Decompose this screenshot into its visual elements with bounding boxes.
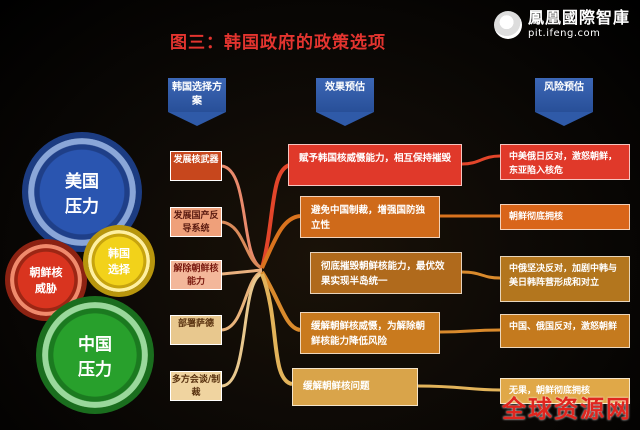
risk-box: 朝鲜彻底拥核	[500, 204, 630, 230]
header-effects-arrow	[316, 112, 374, 126]
page-title: 图三：韩国政府的政策选项	[170, 33, 386, 53]
risk-box: 中俄坚决反对，加剧中韩与美日韩阵营形成和对立	[500, 256, 630, 302]
effect-box: 彻底摧毁朝鲜核能力，最优效果实现半岛统一	[310, 252, 462, 294]
risk-box: 无果，朝鲜彻底拥核	[500, 378, 630, 404]
risk-box: 中国、俄国反对，激怒朝鲜	[500, 314, 630, 348]
logo-name: 鳳凰國際智庫	[527, 8, 630, 27]
logo: 鳳凰國際智庫 pit.ifeng.com	[493, 8, 630, 39]
option-box: 发展核武器	[170, 151, 222, 181]
option-box: 部署萨德	[170, 315, 222, 345]
watermark: 全球资源网	[502, 395, 632, 423]
header-risks: 风险预估	[535, 78, 593, 112]
header-options: 韩国选择方案	[168, 78, 226, 112]
header-options-arrow	[168, 112, 226, 126]
phoenix-logo-icon	[493, 10, 522, 39]
gear-kr-label: 韩国选择	[108, 247, 130, 276]
gear-us-pressure: 美国压力	[28, 138, 136, 246]
logo-url: pit.ifeng.com	[527, 28, 601, 39]
gear-us-label: 美国压力	[65, 172, 99, 217]
gear-nk-label: 朝鲜核威胁	[29, 266, 63, 295]
option-box: 多方会谈/制裁	[170, 371, 222, 401]
effect-box: 缓解朝鲜核威慑，为解除朝鲜核能力降低风险	[300, 312, 440, 354]
risk-box: 中美俄日反对，激怒朝鲜，东亚陷入核危	[500, 144, 630, 180]
gear-kr-choice: 韩国选择	[88, 230, 150, 292]
header-risks-arrow	[535, 112, 593, 126]
gear-nk-threat: 朝鲜核威胁	[10, 244, 82, 316]
effect-box: 避免中国制裁，增强国防独立性	[300, 196, 440, 238]
effect-box: 缓解朝鲜核问题	[292, 368, 418, 406]
effect-box: 赋予韩国核威慑能力，相互保持摧毁	[288, 144, 462, 186]
header-effects: 效果预估	[316, 78, 374, 112]
option-box: 发展国产反导系统	[170, 207, 222, 237]
option-box: 解除朝鲜核能力	[170, 260, 222, 290]
gear-cn-pressure: 中国压力	[42, 302, 148, 408]
gear-cn-label: 中国压力	[78, 335, 112, 380]
